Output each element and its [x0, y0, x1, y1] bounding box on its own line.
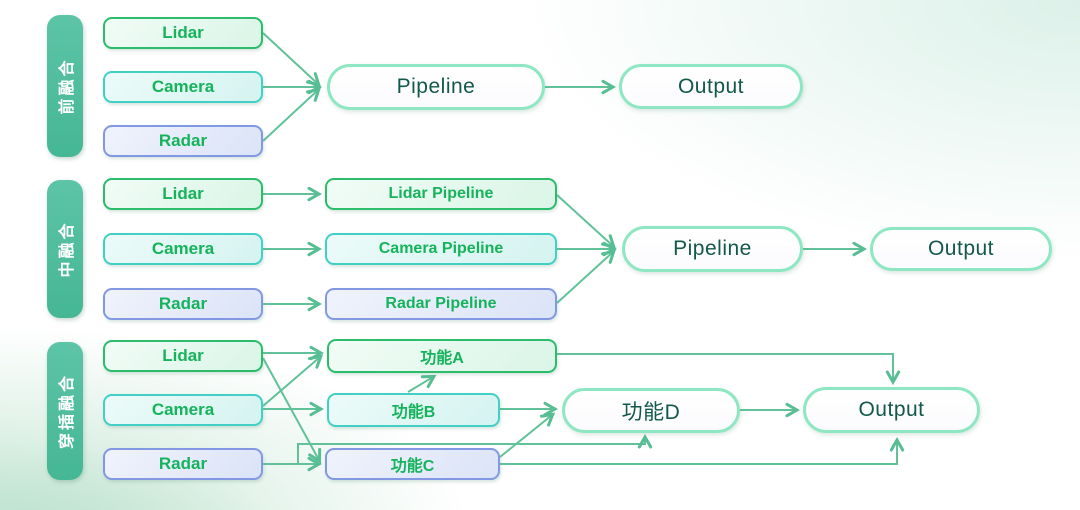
- s3-function-d-pill: 功能D: [562, 388, 740, 433]
- s1-output-pill: Output: [619, 64, 803, 109]
- section-label-interleaved-fusion: 穿插融合: [59, 372, 76, 450]
- s1-lidar-box: Lidar: [103, 17, 263, 49]
- arrow-s3-funcC-output: [500, 441, 897, 465]
- s3-function-b-box: 功能B: [327, 393, 500, 427]
- s3-function-c-box: 功能C: [325, 448, 500, 480]
- s3-lidar-label: Lidar: [162, 346, 204, 365]
- arrow-s3-funcC-funcD: [499, 415, 552, 458]
- s2-radar-label: Radar: [158, 294, 208, 313]
- s2-lidar-box: Lidar: [103, 178, 263, 210]
- s3-radar-box: Radar: [103, 448, 263, 480]
- s3-lidar-box: Lidar: [103, 340, 263, 372]
- s3-function-b-label: 功能B: [391, 404, 436, 421]
- s3-function-a-box: 功能A: [327, 339, 557, 373]
- section-label-mid-fusion: 中融合: [59, 220, 76, 278]
- s1-camera-label: Camera: [151, 77, 215, 96]
- section-bar-pre-fusion: 前融合: [47, 15, 83, 157]
- s3-camera-box: Camera: [103, 394, 263, 426]
- s1-radar-label: Radar: [158, 131, 208, 150]
- section-bar-interleaved-fusion: 穿插融合: [47, 342, 83, 480]
- s1-pipeline-pill: Pipeline: [327, 64, 545, 110]
- s2-lidar-label: Lidar: [162, 184, 204, 203]
- s2-camera-box: Camera: [103, 233, 263, 265]
- s3-function-a-label: 功能A: [420, 350, 464, 367]
- s2-camera-pipeline-label: Camera Pipeline: [378, 240, 504, 257]
- s2-radar-pipeline-label: Radar Pipeline: [385, 295, 497, 312]
- s2-camera-pipeline-box: Camera Pipeline: [325, 233, 557, 265]
- s2-output-pill: Output: [870, 227, 1052, 271]
- section-bar-mid-fusion: 中融合: [47, 180, 83, 318]
- s2-output-label: Output: [927, 237, 995, 260]
- s2-lidar-pipeline-label: Lidar Pipeline: [388, 185, 494, 202]
- s3-function-d-label: 功能D: [621, 400, 681, 424]
- s2-lidar-pipeline-box: Lidar Pipeline: [325, 178, 557, 210]
- arrow-s3-funcB-funcA: [407, 377, 433, 393]
- s2-camera-label: Camera: [151, 239, 215, 258]
- arrow-s2-lidarpipe-pipeline: [556, 194, 613, 246]
- s1-pipeline-label: Pipeline: [396, 75, 476, 98]
- s1-radar-box: Radar: [103, 125, 263, 157]
- arrow-s3-funcA-output: [557, 353, 893, 381]
- s1-lidar-label: Lidar: [162, 23, 204, 42]
- s2-radar-box: Radar: [103, 288, 263, 320]
- s3-camera-label: Camera: [151, 400, 215, 419]
- arrow-s3-radar-funcD-bypass: [297, 438, 645, 464]
- s1-output-label: Output: [677, 74, 745, 98]
- s2-radar-pipeline-box: Radar Pipeline: [325, 288, 557, 320]
- arrow-s1-radar-pipeline: [262, 90, 318, 142]
- s3-radar-label: Radar: [158, 454, 208, 473]
- s1-camera-box: Camera: [103, 71, 263, 103]
- section-label-pre-fusion: 前融合: [59, 57, 76, 115]
- arrow-s2-radarpipe-pipeline: [556, 252, 613, 304]
- s2-pipeline-pill: Pipeline: [622, 226, 803, 272]
- s2-pipeline-label: Pipeline: [673, 237, 752, 260]
- s3-function-c-label: 功能C: [390, 458, 435, 475]
- s3-output-label: Output: [858, 398, 925, 421]
- arrow-s3-camera-funcA: [262, 357, 320, 407]
- arrow-s1-lidar-pipeline: [262, 32, 318, 84]
- s3-output-pill: Output: [803, 387, 980, 433]
